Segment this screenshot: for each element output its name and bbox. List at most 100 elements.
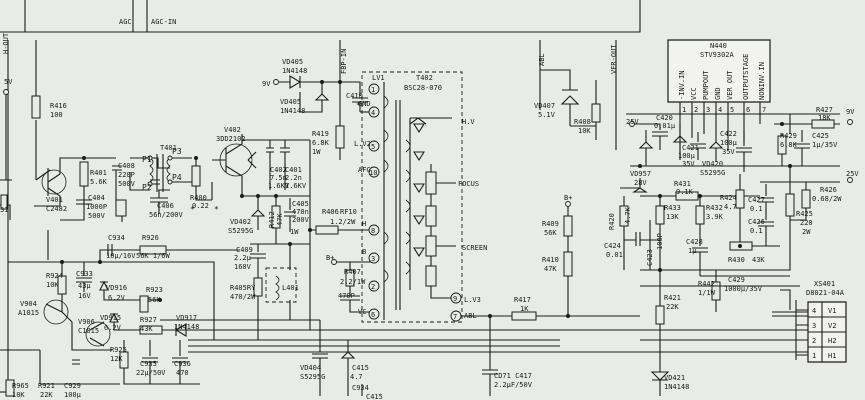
ref-r408: R408 — [574, 118, 591, 126]
signal-agc: AGC — [119, 18, 132, 26]
ref-c423: C423 — [646, 249, 654, 266]
ref-c936: C936 — [174, 360, 191, 368]
val-vd405b: 1N4148 — [280, 107, 305, 115]
ref-r407: R407 — [344, 268, 361, 276]
abl-group — [462, 40, 640, 396]
val-c409: 2.2μ — [234, 254, 252, 262]
ic-pin-name-3: PUMPOUT — [702, 70, 710, 100]
ic-pin-2: 2 — [694, 106, 698, 114]
connector-part: D8021-04A — [806, 289, 845, 297]
t402-pin-9: 9 — [453, 295, 457, 303]
val-r419: 6.8K — [312, 139, 330, 147]
ref-l401: L401 — [282, 284, 299, 292]
ref-r924: R924 — [46, 272, 63, 280]
ref-r419: R419 — [312, 130, 329, 138]
ref-r421: R421 — [664, 294, 681, 302]
ref-r442: R442 — [698, 280, 715, 288]
ref-r927: R927 — [140, 316, 157, 324]
val-c405: 470n — [292, 208, 309, 216]
val-c411: 470P — [338, 292, 355, 300]
val-c936: 470 — [176, 369, 189, 377]
val-v401: C2482 — [46, 205, 67, 213]
val-c427: 0.1 — [750, 205, 763, 213]
ic-pin-name-7: NONINV.IN — [758, 62, 766, 100]
ref-r410: R410 — [542, 256, 559, 264]
label-lv2: L.V2 — [354, 140, 371, 148]
t401-p1: P1 — [142, 155, 152, 164]
val-r927: 43K — [140, 325, 153, 333]
ic-n440 — [626, 39, 840, 160]
ic-pin-name-6: OUTPUTSTAGE — [742, 54, 750, 100]
val-r925: 12K — [110, 355, 123, 363]
ref-vd916: VD916 — [106, 284, 127, 292]
val2-r425: 2W — [802, 228, 811, 236]
signal-fbp-in: FBP-IN — [340, 49, 348, 74]
ref-r405ry: R405RY — [230, 284, 256, 292]
val-r923: 56K — [148, 296, 161, 304]
label-vc: VC — [358, 308, 366, 316]
val-vd420: S5295G — [700, 169, 725, 177]
ic-pin-6: 6 — [746, 106, 750, 114]
val-r400: 0.22 — [192, 202, 209, 210]
ic-pin-7: 7 — [762, 106, 766, 114]
t402-pin-2: 2 — [371, 283, 375, 291]
ref-vd405b: VD405 — [280, 98, 301, 106]
t401-p2: P2 — [142, 183, 152, 192]
ref-r420: R420 — [608, 213, 616, 230]
val-t402: BSC28-070 — [404, 84, 442, 92]
ref-c405: C405 — [292, 200, 309, 208]
signal-9v-right: 9V — [846, 108, 855, 116]
label-afc: AFC — [358, 166, 371, 174]
ic-pin-name-1: -INV.IN — [678, 70, 686, 100]
ref-vd404: C415 — [352, 364, 369, 372]
ic-ref: N440 — [710, 42, 727, 50]
ref-c404: C404 — [88, 194, 105, 202]
ref-c935: C935 — [140, 360, 157, 368]
signal-25v-a: 25V — [626, 118, 639, 126]
connector-row-1-label: V1 — [828, 307, 836, 315]
val-r407: 2.2/1W — [340, 278, 366, 286]
val-r430: 43K — [752, 256, 765, 264]
ref-r427: R427 — [816, 106, 833, 114]
val-c406: 56n/200V — [149, 211, 184, 219]
ref-vd407: VD407 — [534, 102, 555, 110]
t402-pin-1: 1 — [371, 86, 375, 94]
ic-part: STV9302A — [700, 51, 735, 59]
val2-r412: 1W — [290, 228, 299, 236]
signal-abl: ABL — [538, 53, 546, 66]
val-r409: 56K — [544, 229, 557, 237]
val-r426: 0.68/2W — [812, 195, 842, 203]
ref-r926: R926 — [142, 234, 159, 242]
ref-r923: R923 — [146, 286, 163, 294]
val-r427: 18K — [818, 114, 831, 122]
label-b: B — [362, 248, 366, 256]
h-out-stage — [31, 40, 170, 260]
val-r410: 47K — [544, 265, 557, 273]
val-v906: C1815 — [78, 327, 99, 335]
val-r425: 220 — [800, 219, 813, 227]
t401-transformer — [147, 154, 192, 192]
junction-dots — [60, 80, 792, 318]
ref-c415: C934 — [352, 384, 369, 392]
c409-l401-group — [250, 244, 310, 340]
val-r442: 1/1W — [698, 289, 716, 297]
asterisk-mark: * — [214, 205, 219, 214]
val2-c409: 160V — [234, 263, 252, 271]
val-c425: 1μ/35V — [812, 141, 838, 149]
ref-c31: 31 — [0, 206, 8, 214]
ref-c406: C406 — [157, 202, 174, 210]
connector-row-4-label: H1 — [828, 352, 836, 360]
val-r420: 4.7K — [624, 206, 632, 224]
label-lv1: LV1 — [372, 74, 385, 82]
t401-p3: P3 — [172, 147, 182, 156]
ic-pin-1: 1 — [682, 106, 686, 114]
ref-c426: C426 — [748, 218, 765, 226]
ic-pin-4: 4 — [718, 106, 722, 114]
ref-c427: C427 — [748, 196, 765, 204]
ref-c401: C401 — [285, 166, 302, 174]
connector-row-3-num: 2 — [812, 337, 816, 345]
val-cd71: 2.2μF/50V — [494, 381, 533, 389]
ref-t402: T402 — [416, 74, 433, 82]
ref-vd915: VD915 — [100, 314, 121, 322]
